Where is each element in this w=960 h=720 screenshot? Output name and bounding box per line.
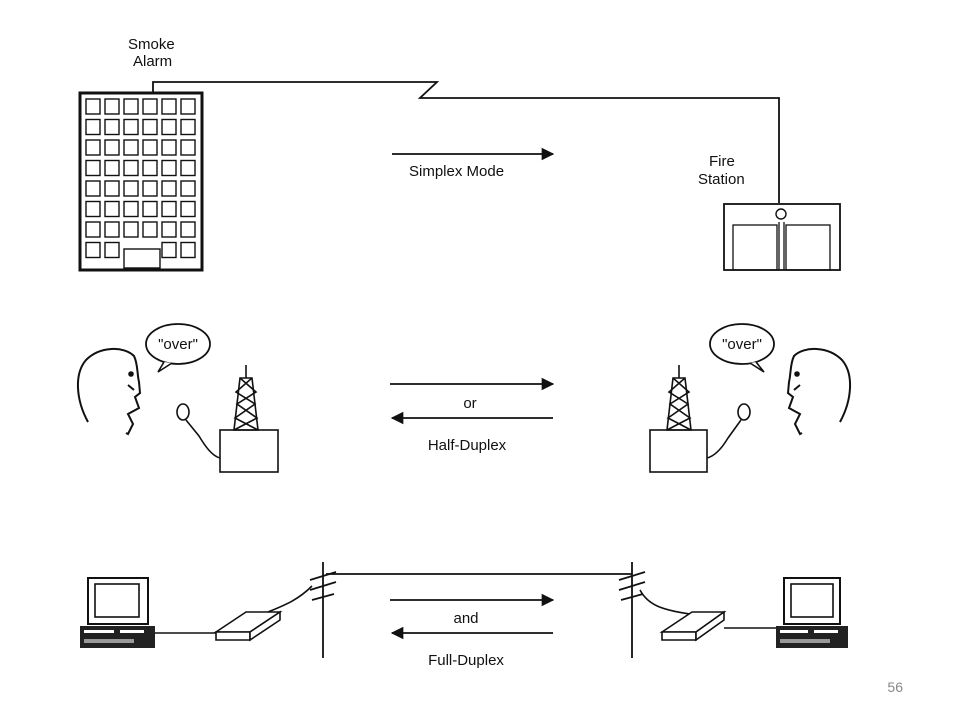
full-duplex-mode-label: Full-Duplex: [428, 652, 504, 669]
building-window: [180, 241, 196, 259]
building-window: [142, 98, 158, 115]
building-window: [85, 180, 101, 197]
building-window: [85, 200, 101, 218]
half-duplex-mode-label: Half-Duplex: [428, 437, 507, 454]
left-modem: [213, 610, 283, 642]
page-number: 56: [887, 679, 903, 695]
simplex-mode-label: Simplex Mode: [409, 163, 504, 180]
building-window: [104, 118, 120, 136]
smoke-alarm-building: [78, 91, 204, 272]
building-window: [123, 98, 139, 115]
building-window: [85, 118, 101, 136]
building-window: [161, 98, 177, 115]
building-window: [104, 98, 120, 115]
building-window: [123, 118, 139, 136]
fire-station-label-line1: Fire: [709, 153, 735, 170]
building-window: [104, 139, 120, 156]
building-window: [180, 159, 196, 177]
fire-station-building: [723, 203, 841, 271]
building-window: [161, 118, 177, 136]
building-window: [142, 118, 158, 136]
building-window: [85, 159, 101, 177]
fire-station-label-line2: Station: [698, 171, 745, 188]
smoke-alarm-label-line2: Alarm: [133, 53, 172, 70]
half-duplex-connector: or: [463, 395, 476, 412]
smoke-alarm-label-line1: Smoke: [128, 36, 175, 53]
building-window: [180, 180, 196, 197]
building-window: [104, 221, 120, 238]
building-window: [85, 241, 101, 259]
building-window: [180, 221, 196, 238]
right-radio-tower: [649, 365, 708, 473]
building-window: [161, 159, 177, 177]
building-window: [123, 139, 139, 156]
full-duplex-connector: and: [453, 610, 478, 627]
building-window: [161, 200, 177, 218]
left-speech-bubble: "over": [145, 323, 211, 373]
right-pole-to-modem-cable: [639, 589, 691, 615]
right-computer: [776, 577, 848, 648]
left-radio-tower: [219, 365, 279, 473]
building-window: [180, 98, 196, 115]
building-window: [142, 159, 158, 177]
building-window: [161, 221, 177, 238]
building-window: [161, 180, 177, 197]
right-person-head: [786, 348, 852, 436]
building-window: [85, 139, 101, 156]
building-window: [123, 221, 139, 238]
building-window: [142, 180, 158, 197]
alarm-line: [152, 81, 780, 203]
right-microphone: [706, 403, 751, 459]
right-modem: [659, 610, 727, 642]
left-microphone: [176, 403, 221, 459]
building-window: [85, 98, 101, 115]
building-window: [104, 180, 120, 197]
building-window: [123, 180, 139, 197]
right-bubble-text: "over": [722, 336, 762, 353]
building-window: [180, 200, 196, 218]
building-window: [123, 200, 139, 218]
building-window: [180, 118, 196, 136]
building-window: [104, 159, 120, 177]
building-window: [104, 241, 120, 259]
building-window: [161, 241, 177, 259]
left-bubble-text: "over": [158, 336, 198, 353]
building-window: [85, 221, 101, 238]
left-computer: [80, 577, 155, 648]
building-window: [123, 159, 139, 177]
left-modem-to-pole-cable: [267, 585, 313, 613]
building-window: [142, 200, 158, 218]
building-window: [142, 221, 158, 238]
building-window: [104, 200, 120, 218]
left-person-head: [76, 348, 142, 436]
right-speech-bubble: "over": [709, 323, 775, 373]
building-window: [161, 139, 177, 156]
building-window: [142, 139, 158, 156]
building-window: [180, 139, 196, 156]
right-telephone-pole: [618, 562, 646, 658]
left-telephone-pole: [309, 562, 337, 658]
